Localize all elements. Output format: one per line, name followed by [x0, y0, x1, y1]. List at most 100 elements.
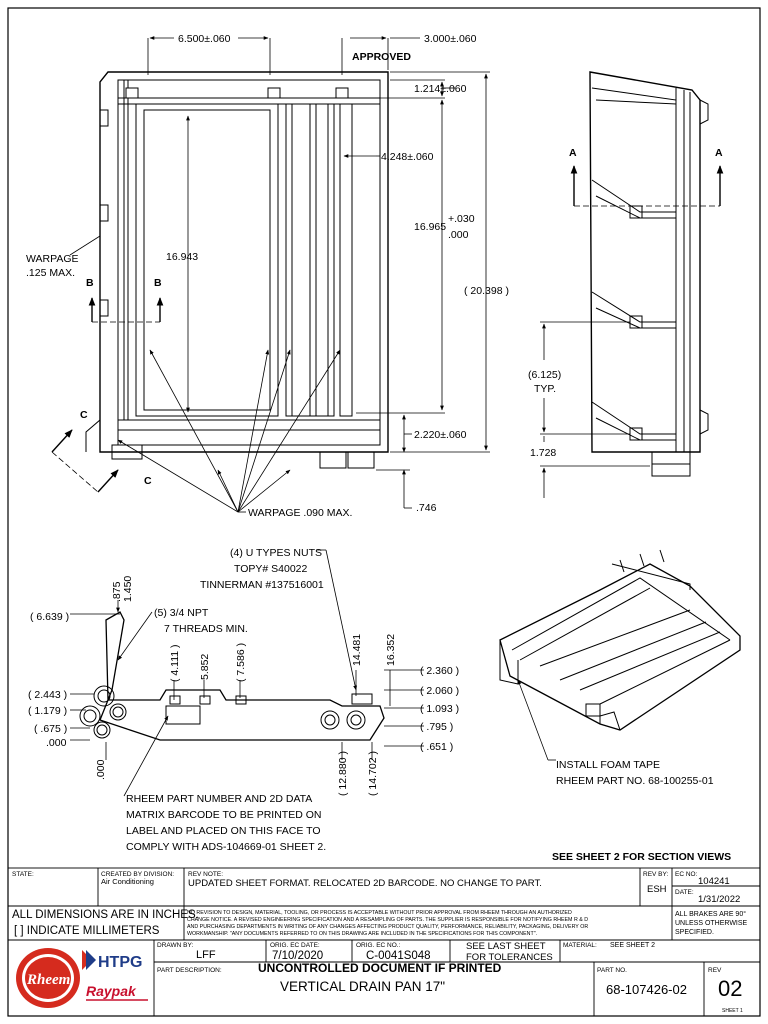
isometric-view — [499, 549, 741, 761]
warpage-side-label-2: .125 MAX. — [26, 267, 75, 279]
dim-side-7586: ( 7.586 ) — [235, 643, 247, 682]
tb-rev-value: 02 — [718, 976, 742, 1001]
dim-inner-length: 16.943 — [166, 251, 198, 263]
dim-side-12880: ( 12.880 ) — [337, 751, 349, 796]
section-c-bottom: C — [144, 475, 152, 487]
tb-date-value: 1/31/2022 — [698, 894, 740, 905]
dim-side-2443: ( 2.443 ) — [28, 689, 67, 701]
section-c-top: C — [80, 409, 88, 421]
npt-note-1: (5) 3/4 NPT — [154, 607, 209, 619]
tb-brakes-2: UNLESS OTHERWISE — [675, 920, 748, 927]
nuts-note-3: TINNERMAN #137516001 — [200, 579, 324, 591]
section-b-left: B — [86, 277, 94, 289]
htpg-logo-text: HTPG — [98, 954, 142, 971]
dim-bottom-drop: .746 — [416, 502, 437, 514]
tb-part-desc-label: PART DESCRIPTION: — [157, 967, 222, 974]
dim-side-000a: .000 — [46, 737, 67, 749]
dim-side-14702: ( 14.702 ) — [367, 751, 379, 796]
dim-side-1179: ( 1.179 ) — [28, 705, 67, 717]
dim-length-plus: +.030 — [448, 213, 475, 225]
title-block — [7, 867, 761, 1017]
tb-part-no-label: PART NO. — [597, 967, 627, 974]
tb-material-value: SEE SHEET 2 — [610, 942, 655, 949]
tb-orig-ec-value: C-0041S048 — [366, 950, 431, 962]
foam-note-2: RHEEM PART NO. 68-100255-01 — [556, 775, 714, 787]
front-view-dimensions — [51, 36, 490, 513]
tb-rev-note-value: UPDATED SHEET FORMAT. RELOCATED 2D BARCO… — [188, 878, 542, 889]
tb-orig-date-label: ORIG. EC DATE: — [270, 942, 320, 949]
tb-disclaimer-1: NO REVISION TO DESIGN, MATERIAL, TOOLING… — [187, 910, 572, 916]
tb-created-by-value: Air Conditioning — [101, 877, 154, 886]
tb-drawn-by-value: LFF — [196, 949, 216, 961]
dim-side-16352: 16.352 — [385, 634, 397, 666]
tb-disclaimer-3: AND PURCHASING DEPARTMENTS IN WRITING OF… — [187, 924, 588, 930]
foam-note-1: INSTALL FOAM TAPE — [556, 759, 660, 771]
raypak-logo-text: Raypak — [86, 983, 137, 999]
barcode-note-4: COMPLY WITH ADS-104669-01 SHEET 2. — [126, 841, 326, 853]
tb-created-by-label: CREATED BY DIVISION: — [101, 871, 174, 878]
dim-side-651: ( .651 ) — [420, 741, 453, 753]
dim-side-875: .875 — [111, 581, 123, 602]
see-sheet-note: SEE SHEET 2 FOR SECTION VIEWS — [552, 851, 731, 863]
warpage-side-label-1: WARPAGE — [26, 253, 79, 265]
dim-side-675: ( .675 ) — [34, 723, 67, 735]
profile-view — [79, 611, 385, 741]
dim-channel-offset: 4.248±.060 — [381, 151, 434, 163]
tb-part-no-value: 68-107426-02 — [606, 982, 687, 997]
dim-side-14481: 14.481 — [351, 634, 363, 666]
section-a-left: A — [569, 147, 577, 159]
section-b-right: B — [154, 277, 162, 289]
approved-stamp: APPROVED — [352, 51, 411, 63]
rheem-logo: Rheem — [16, 948, 80, 1008]
tb-units-1: ALL DIMENSIONS ARE IN INCHES. — [12, 909, 199, 921]
profile-view-dimensions — [70, 549, 424, 797]
side-view-dimensions — [540, 165, 724, 498]
tb-disclaimer-2: CHANGE NOTICE. A REVISED ENGINEERING SPE… — [187, 917, 588, 923]
dim-offset-right: 3.000±.060 — [424, 33, 477, 45]
barcode-note-2: MATRIX BARCODE TO BE PRINTED ON — [126, 809, 321, 821]
warpage-bottom-label: WARPAGE .090 MAX. — [248, 507, 352, 519]
dim-side-5852: 5.852 — [199, 654, 211, 680]
tb-units-2: [ ] INDICATE MILLIMETERS — [14, 925, 160, 937]
npt-note-2: 7 THREADS MIN. — [164, 623, 248, 635]
tb-ec-no-value: 104241 — [698, 876, 730, 887]
section-a-right: A — [715, 147, 723, 159]
dim-length-main: 16.965 — [414, 221, 446, 233]
tb-rev-label: REV — [708, 967, 722, 974]
tb-brakes-1: ALL BRAKES ARE 90° — [675, 910, 746, 918]
tb-material-label: MATERIAL: — [563, 942, 597, 949]
front-view — [85, 71, 389, 469]
dim-side-bottom: 1.728 — [530, 447, 556, 459]
dim-overall-ref: ( 20.398 ) — [464, 285, 509, 297]
htpg-logo: HTPG — [82, 950, 142, 971]
dim-side-1093: ( 1.093 ) — [420, 703, 459, 715]
nuts-note-2: TOPY# S40022 — [234, 563, 308, 575]
tb-uncontrolled: UNCONTROLLED DOCUMENT IF PRINTED — [258, 961, 502, 975]
tb-sheet-value: SHEET 1 — [722, 1008, 743, 1014]
tb-ec-no-label: EC NO: — [675, 871, 698, 878]
tb-state-label: STATE: — [12, 871, 34, 878]
dim-side-overall: ( 6.639 ) — [30, 611, 69, 623]
tb-rev-by-label: REV BY: — [643, 871, 668, 878]
tb-disclaimer-4: WORKMANSHIP. "ANY DOCUMENTS REFERRED TO … — [187, 931, 537, 937]
rheem-logo-text: Rheem — [26, 972, 70, 988]
dim-side-000b: .000 — [95, 759, 107, 780]
tb-orig-date-value: 7/10/2020 — [272, 950, 323, 962]
dim-side-1450: 1.450 — [122, 576, 134, 602]
tb-orig-ec-label: ORIG. EC NO.: — [356, 942, 401, 949]
tb-brakes-3: SPECIFIED. — [675, 929, 714, 936]
dim-side-2360: ( 2.360 ) — [420, 665, 459, 677]
tb-part-desc-value: VERTICAL DRAIN PAN 17" — [280, 979, 445, 994]
side-view — [589, 71, 709, 477]
barcode-note-3: LABEL AND PLACED ON THIS FACE TO — [126, 825, 321, 837]
tb-tolerances-2: FOR TOLERANCES — [466, 952, 553, 963]
raypak-logo: Raypak — [86, 983, 148, 1001]
dim-side-4111: ( 4.111 ) — [169, 644, 181, 682]
tb-drawn-by-label: DRAWN BY: — [157, 942, 193, 949]
tb-rev-note-label: REV NOTE: — [188, 871, 223, 878]
tb-date-label: DATE: — [675, 889, 694, 896]
dim-length-minus: .000 — [448, 229, 469, 241]
dim-side-795: ( .795 ) — [420, 721, 453, 733]
dim-top-offset: 1.214±.060 — [414, 83, 467, 95]
